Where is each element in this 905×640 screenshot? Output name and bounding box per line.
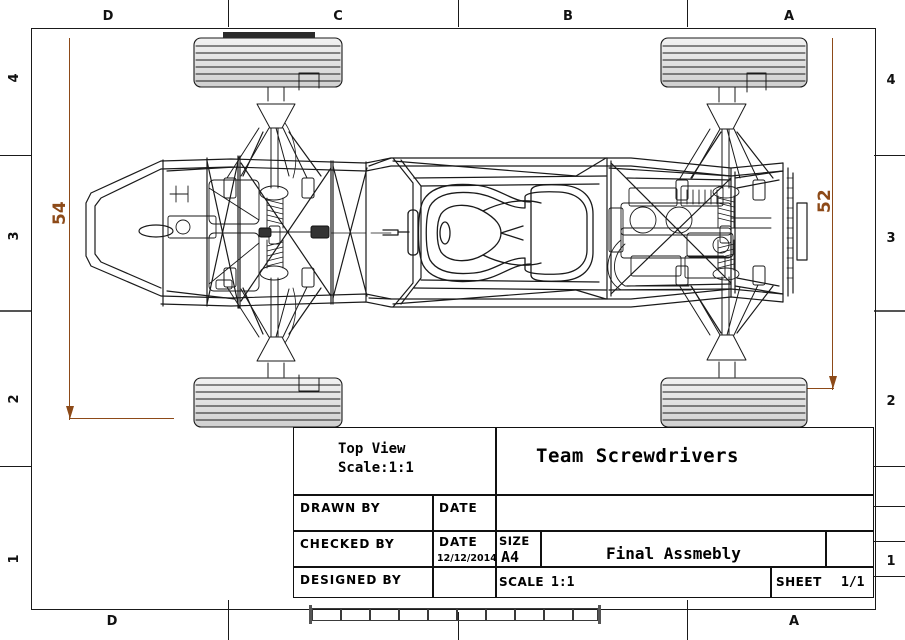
titleblock-sheet-cell: [771, 567, 874, 598]
zone-tick-right-4: [874, 506, 905, 508]
titleblock-size-label: SIZE: [499, 534, 530, 548]
ruler-segment: [515, 608, 544, 621]
zone-label-top-c: C: [333, 8, 343, 24]
wheel-front-left: [193, 32, 343, 88]
dimension-right-arrowhead: [829, 376, 837, 389]
dimension-left-arrowhead: [66, 406, 74, 419]
zone-label-left-1: 1: [6, 554, 22, 564]
zone-tick-right-3: [874, 466, 905, 468]
ruler-segment: [457, 608, 486, 621]
rear-bulkhead-detail: [786, 177, 794, 279]
titleblock-drawn-by-label: DRAWN BY: [300, 501, 381, 515]
ruler-segment: [544, 608, 573, 621]
titleblock-checked-date-value: 12/12/2014: [437, 553, 497, 564]
titleblock-team-name: Team Screwdrivers: [536, 445, 739, 467]
titleblock-checked-date-label: DATE: [439, 535, 478, 549]
ruler-segment: [428, 608, 457, 621]
zone-tick-left-3: [0, 466, 31, 468]
zone-label-left-2: 2: [6, 394, 22, 404]
zone-label-right-4: 4: [886, 72, 896, 88]
zone-tick-bottom-1: [228, 600, 230, 640]
front-bay-components: [167, 179, 330, 292]
zone-tick-left-1: [0, 155, 31, 157]
titleblock-drawn-date-label: DATE: [439, 501, 478, 515]
ruler-end-right: [598, 605, 601, 624]
zone-tick-right-1: [874, 155, 905, 157]
wheel-rear-right: [660, 377, 808, 428]
zone-label-left-4: 4: [6, 73, 22, 83]
titleblock-title-cell: [541, 531, 826, 567]
zone-label-bottom-d: D: [106, 613, 118, 629]
title-block: Top View Scale:1:1 Team Screwdrivers DRA…: [293, 427, 874, 598]
zone-tick-top-1: [228, 0, 230, 27]
titleblock-checked-by-cell: [293, 531, 433, 567]
titleblock-size-value: A4: [501, 548, 520, 566]
zone-tick-top-2: [458, 0, 460, 27]
titleblock-scale-value: 1:1: [551, 575, 575, 590]
suspension-rear-right: [675, 265, 766, 378]
zone-tick-left-2: [0, 310, 31, 312]
zone-tick-bottom-3: [687, 600, 689, 640]
dimension-right-extension-line: [832, 38, 834, 390]
zone-label-left-3: 3: [6, 231, 22, 241]
zone-tick-top-3: [687, 0, 689, 27]
drawing-frame: [31, 28, 876, 610]
zone-label-right-3: 3: [886, 230, 896, 246]
dimension-left-extension-line: [69, 38, 71, 420]
titleblock-scale-cell: [496, 567, 771, 598]
zone-label-top-a: A: [783, 8, 795, 24]
suspension-rear-left: [675, 72, 767, 201]
titleblock-view-scale: Scale:1:1: [338, 460, 414, 476]
titleblock-drawn-date-cell: [433, 495, 496, 531]
titleblock-drawn-by-cell: [293, 495, 433, 531]
ruler-segment: [341, 608, 370, 621]
titleblock-designed-by-cell: [293, 567, 433, 598]
wheel-rear-left: [660, 37, 808, 88]
zone-tick-right-6: [874, 576, 905, 578]
zone-label-top-d: D: [102, 8, 114, 24]
suspension-front-left: [223, 72, 320, 201]
titleblock-sheet-value: 1/1: [841, 575, 865, 590]
titleblock-designed-date-cell: [433, 567, 496, 598]
fluid-lines: [284, 122, 392, 344]
zone-label-right-2: 2: [886, 393, 896, 409]
chassis-top-view-drawing: [85, 32, 808, 428]
titleblock-view-name: Top View: [338, 441, 406, 457]
ruler-segment: [370, 608, 399, 621]
titleblock-upper-right-blank-cell: [496, 495, 874, 531]
zone-tick-right-5: [874, 541, 905, 543]
zone-tick-right-2: [874, 310, 905, 312]
shock-absorbers: [266, 185, 740, 281]
ruler-segment: [399, 608, 428, 621]
titleblock-view-cell: [293, 427, 496, 495]
zone-label-bottom-a: A: [788, 613, 800, 629]
zone-label-right-1: 1: [886, 553, 896, 569]
engine-drivetrain: [607, 185, 772, 291]
titleblock-checked-by-label: CHECKED BY: [300, 537, 395, 551]
titleblock-rev-cell: [826, 531, 874, 567]
titleblock-checked-date-cell: [433, 531, 496, 567]
dimension-left-base-line: [69, 418, 174, 420]
zone-tick-bottom-2: [458, 612, 460, 640]
suspension-front-right: [223, 265, 320, 392]
ruler-segment: [573, 608, 598, 621]
ruler-end-left: [309, 605, 312, 624]
cockpit-seat: [382, 183, 594, 283]
scale-ruler: [309, 605, 601, 624]
titleblock-team-cell: [496, 427, 874, 495]
wheel-front-right: [193, 377, 343, 428]
titleblock-designed-by-label: DESIGNED BY: [300, 573, 402, 587]
titleblock-scale-label: SCALE: [499, 575, 545, 589]
titleblock-size-cell: [496, 531, 541, 567]
titleblock-sheet-label: SHEET: [776, 575, 822, 589]
ruler-segment: [312, 608, 341, 621]
ruler-segment: [486, 608, 515, 621]
titleblock-title: Final Assmebly: [606, 544, 741, 563]
zone-label-top-b: B: [563, 8, 573, 24]
